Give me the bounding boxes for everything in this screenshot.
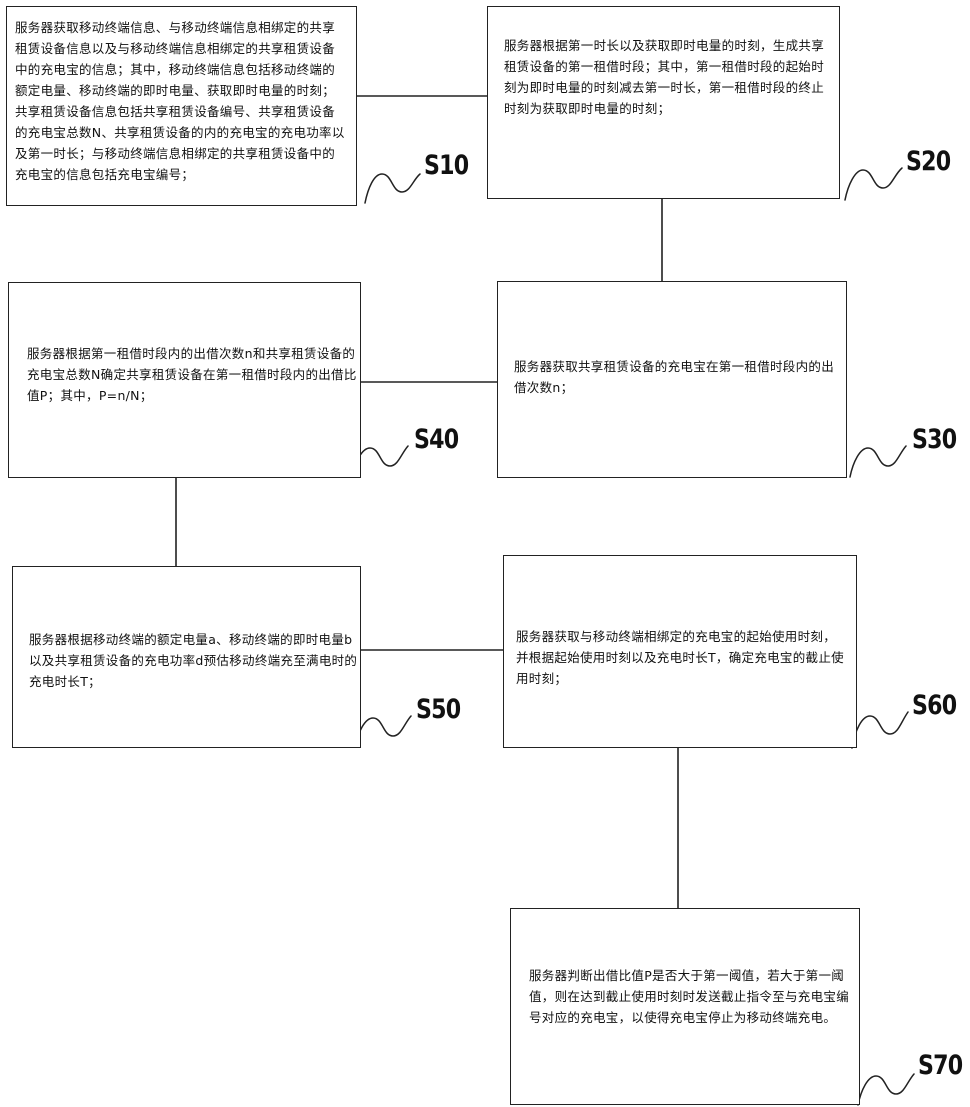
leader-s50 (355, 716, 411, 747)
leader-s20 (845, 168, 902, 200)
step-box-s10: 服务器获取移动终端信息、与移动终端信息相绑定的共享 租赁设备信息以及与移动终端信… (6, 6, 357, 206)
leader-s10 (365, 174, 420, 203)
step-text-s30: 服务器获取共享租赁设备的充电宝在第一租借时段内的出 借次数n； (514, 356, 844, 398)
step-box-s70: 服务器判断出借比值P是否大于第一阈值，若大于第一阈 值，则在达到截止使用时刻时发… (510, 908, 860, 1105)
step-text-s60: 服务器获取与移动终端相绑定的充电宝的起始使用时刻， 并根据起始使用时刻以及充电时… (516, 626, 854, 689)
leader-s70 (858, 1074, 914, 1105)
step-box-s20: 服务器根据第一时长以及获取即时电量的时刻，生成共享 租赁设备的第一租借时段；其中… (487, 6, 840, 199)
step-label-s30: S30 (912, 424, 956, 455)
step-label-s40: S40 (414, 424, 458, 455)
step-label-s70: S70 (918, 1050, 962, 1081)
step-label-s20: S20 (906, 146, 950, 177)
step-box-s50: 服务器根据移动终端的额定电量a、移动终端的即时电量b 以及共享租赁设备的充电功率… (12, 566, 361, 748)
step-text-s20: 服务器根据第一时长以及获取即时电量的时刻，生成共享 租赁设备的第一租借时段；其中… (504, 35, 834, 119)
leader-s60 (852, 712, 908, 748)
step-text-s40: 服务器根据第一租借时段内的出借次数n和共享租赁设备的 充电宝总数N确定共享租赁设… (27, 343, 357, 406)
step-box-s60: 服务器获取与移动终端相绑定的充电宝的起始使用时刻， 并根据起始使用时刻以及充电时… (503, 555, 857, 748)
step-box-s40: 服务器根据第一租借时段内的出借次数n和共享租赁设备的 充电宝总数N确定共享租赁设… (8, 282, 361, 478)
step-box-s30: 服务器获取共享租赁设备的充电宝在第一租借时段内的出 借次数n； (497, 281, 847, 478)
leader-s30 (850, 446, 906, 477)
step-text-s70: 服务器判断出借比值P是否大于第一阈值，若大于第一阈 值，则在达到截止使用时刻时发… (529, 965, 857, 1028)
step-label-s60: S60 (912, 690, 956, 721)
step-text-s50: 服务器根据移动终端的额定电量a、移动终端的即时电量b 以及共享租赁设备的充电功率… (29, 629, 359, 692)
step-text-s10: 服务器获取移动终端信息、与移动终端信息相绑定的共享 租赁设备信息以及与移动终端信… (15, 17, 355, 185)
step-label-s10: S10 (424, 150, 468, 181)
step-label-s50: S50 (416, 694, 460, 725)
